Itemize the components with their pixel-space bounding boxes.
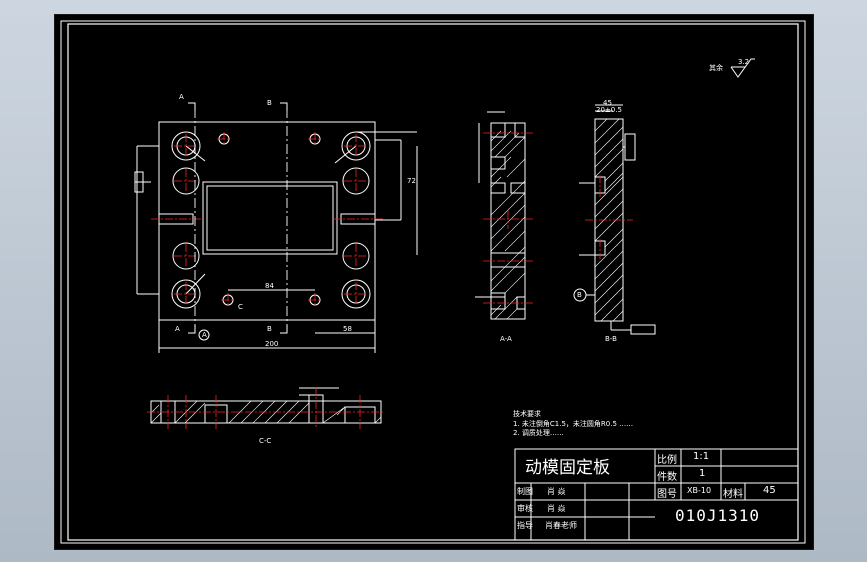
quantity-label: 件数 (657, 472, 677, 483)
section-a-a (475, 111, 526, 320)
section-label-aa: A-A (500, 335, 512, 343)
dim-plate-thickness: 45 (603, 99, 612, 107)
cut-label-b-bottom: B (267, 325, 272, 333)
datum-a: A (202, 331, 207, 339)
advisor-value: 肖春老师 (545, 521, 577, 530)
dim-right-height: 72 (407, 177, 416, 185)
drawing-canvas (60, 20, 806, 544)
section-label-cc: C-C (259, 437, 272, 445)
cut-label-b-top: B (267, 99, 272, 107)
scale-label: 比例 (657, 455, 677, 466)
drawn-value: 肖 焱 (547, 487, 566, 496)
checked-label: 审核 (517, 504, 533, 513)
drawn-label: 制图 (517, 487, 533, 496)
datum-b: B (577, 291, 582, 299)
main-view-centerlines (151, 132, 383, 307)
dim-plate-sub: 20±0.5 (596, 106, 622, 114)
dim-hole-spacing: 84 (265, 282, 274, 290)
dim-overall-width: 200 (265, 340, 279, 348)
inner-frame (67, 23, 799, 541)
tech-note-2: 2. 调质处理…… (513, 429, 564, 437)
cad-viewport[interactable]: 动模固定板 比例 1:1 件数 1 图号 XB-10 材料 45 制图 肖 焱 … (54, 14, 814, 550)
cut-label-a-bottom: A (175, 325, 180, 333)
drawing-no-label: 图号 (657, 489, 677, 500)
title-block-grid (514, 448, 799, 541)
main-view (134, 102, 418, 353)
dim-right-offset: 58 (343, 325, 352, 333)
outer-frame (60, 20, 806, 544)
material-value: 45 (763, 485, 776, 496)
section-c-c (150, 387, 382, 424)
cut-label-a-top: A (179, 93, 184, 101)
tech-note-heading: 技术要求 (513, 410, 541, 418)
roughness-note: 其余 (709, 64, 723, 72)
section-a-a-hatch (490, 130, 526, 320)
part-name: 动模固定板 (525, 458, 610, 478)
section-b-b-hatch (594, 118, 624, 322)
drawing-code: 010J1310 (675, 506, 761, 525)
roughness-value: 3.2 (738, 58, 750, 66)
section-label-bb: B-B (605, 335, 617, 343)
scale-value: 1:1 (693, 451, 710, 462)
section-b-b (573, 104, 656, 335)
roughness-symbol (730, 58, 755, 78)
quantity-value: 1 (699, 468, 706, 479)
drawing-no-value: XB-10 (687, 486, 712, 495)
advisor-label: 指导 (517, 521, 533, 530)
tech-note-1: 1. 未注倒角C1.5，未注圆角R0.5 …… (513, 420, 634, 428)
checked-value: 肖 焱 (547, 504, 566, 513)
material-label: 材料 (723, 489, 743, 500)
cut-label-c: C (238, 303, 243, 311)
